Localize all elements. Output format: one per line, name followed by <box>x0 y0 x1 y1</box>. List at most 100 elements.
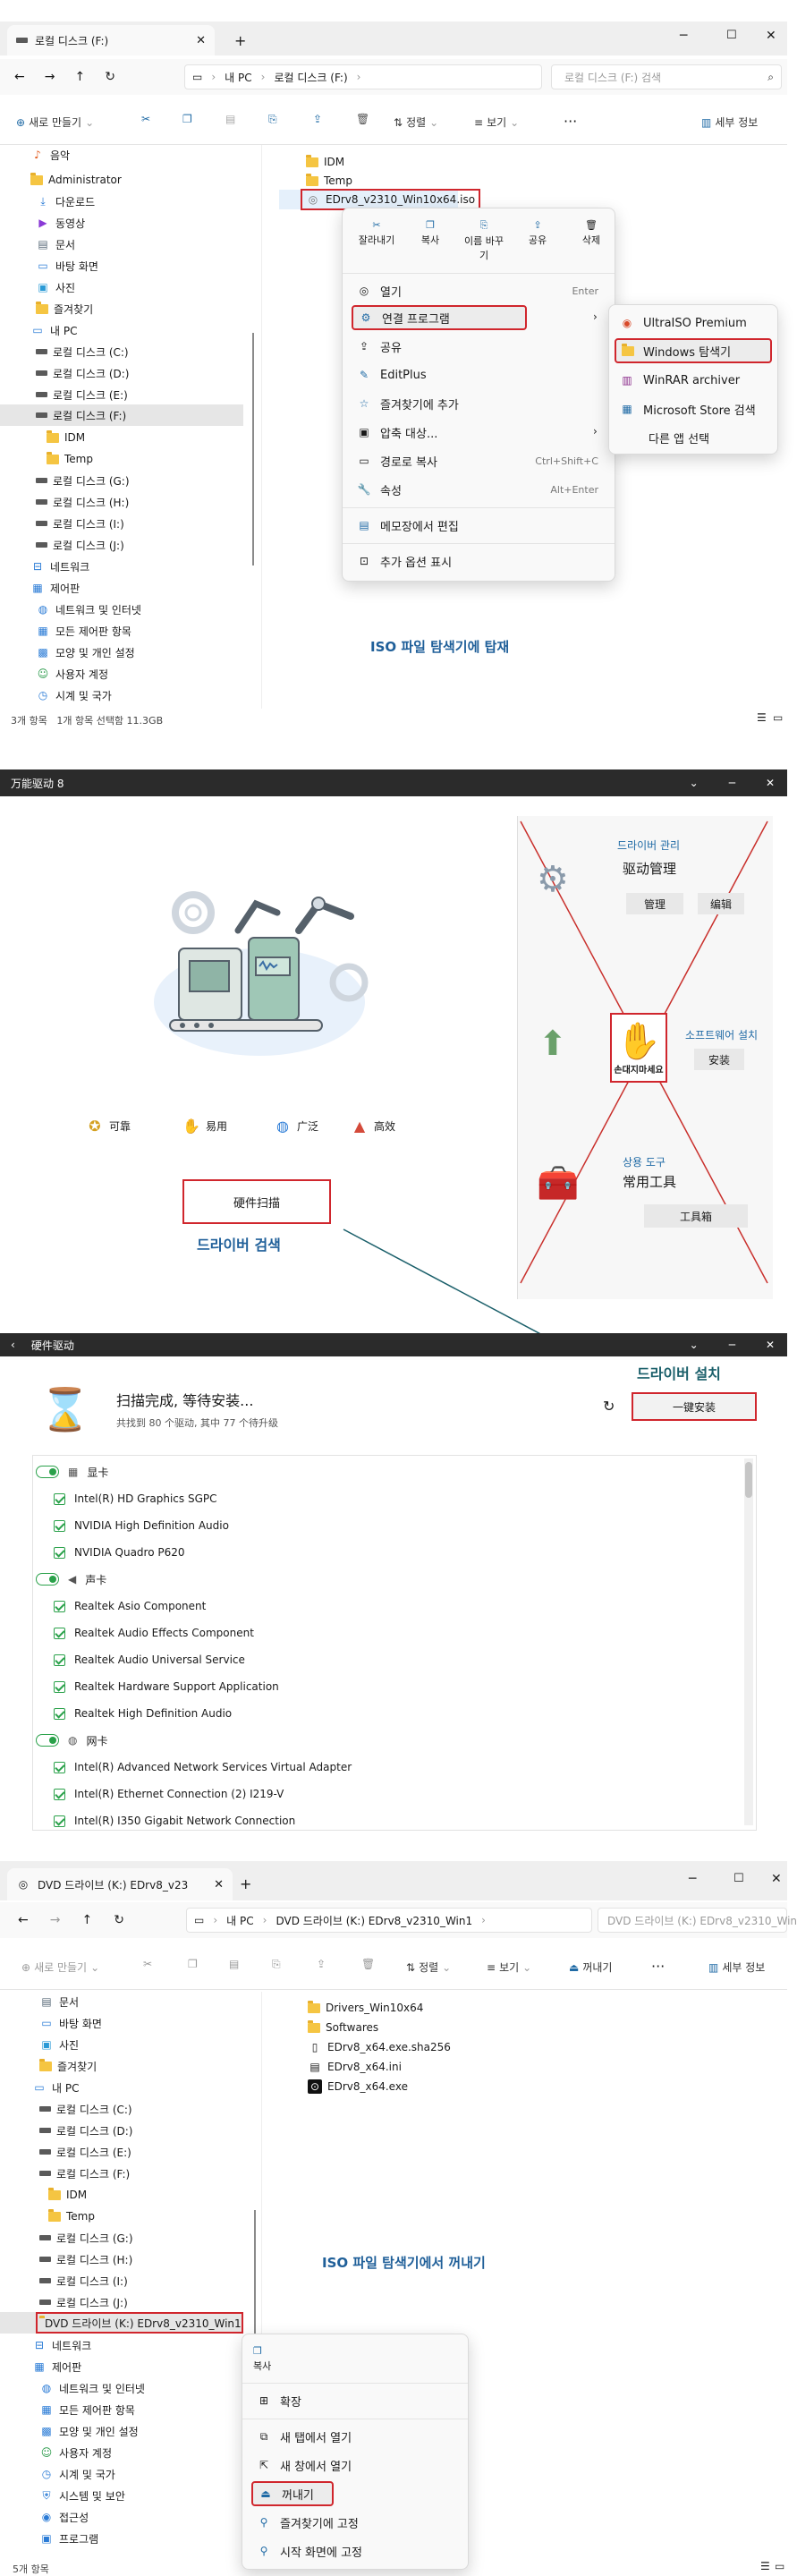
tree-item[interactable]: ▩모양 및 개인 설정 <box>36 642 134 662</box>
paste-icon[interactable]: ▤ <box>229 1958 240 1970</box>
tree-item[interactable]: 로컬 디스크 (J:) <box>36 535 124 555</box>
forward-icon[interactable]: → <box>49 1913 61 1927</box>
hardware-scan-button[interactable]: 硬件扫描 <box>182 1179 331 1224</box>
rename-icon[interactable]: ⎘ <box>272 1958 281 1970</box>
tree-item[interactable]: 로컬 디스크 (G:) <box>39 2228 133 2248</box>
submenu-ultraiso[interactable]: ◉UltraISO Premium <box>615 310 772 336</box>
details-button[interactable]: ▥세부 정보 <box>701 115 758 130</box>
tree-item[interactable]: ▦모든 제어판 항목 <box>39 2400 135 2419</box>
more-icon[interactable]: ··· <box>651 1958 666 1975</box>
edit-button[interactable]: 编辑 <box>698 893 744 914</box>
file-item[interactable]: Softwares <box>308 2018 378 2037</box>
submenu-store[interactable]: ▦Microsoft Store 검색 <box>615 396 772 421</box>
breadcrumb[interactable]: ▭ › 내 PC › 로컬 디스크 (F:) › <box>184 64 542 89</box>
checkbox[interactable] <box>54 1680 65 1693</box>
tree-item[interactable]: ⊟네트워크 <box>32 2335 91 2355</box>
search-input[interactable]: DVD 드라이브 (K:) EDrv8_v2310_Win <box>598 1908 797 1933</box>
ctx-eject[interactable]: ⏏꺼내기 <box>251 2481 334 2506</box>
ctx-copy[interactable]: ❐복사 <box>253 2345 271 2373</box>
tree-item[interactable]: ▤문서 <box>39 1992 79 2011</box>
driver-row[interactable]: Realtek Hardware Support Application <box>54 1673 279 1700</box>
tree-item[interactable]: Temp <box>47 449 93 469</box>
driver-list-scrollbar[interactable] <box>744 1458 753 1825</box>
ctx-copy[interactable]: ❐복사 <box>403 219 457 247</box>
search-input[interactable]: 로컬 디스크 (F:) 검색 ⌕ <box>551 64 782 89</box>
tree-item-selected[interactable]: 로컬 디스크 (F:) <box>36 405 126 425</box>
tree-item[interactable]: ☺사용자 계정 <box>39 2443 112 2462</box>
file-item[interactable]: ⊙EDrv8_x64.exe <box>308 2077 408 2096</box>
ctx-favorites[interactable]: ☆즐겨찾기에 추가 <box>352 391 606 416</box>
nav-scrollbar[interactable] <box>252 333 254 565</box>
tree-item[interactable]: 로컬 디스크 (I:) <box>39 2271 128 2291</box>
install-button[interactable]: 安装 <box>694 1049 744 1070</box>
eject-button[interactable]: ⏏꺼내기 <box>569 1960 612 1975</box>
driver-row[interactable]: Intel(R) Advanced Network Services Virtu… <box>54 1754 352 1781</box>
forward-icon[interactable]: → <box>44 70 55 84</box>
tree-item[interactable]: ▭바탕 화면 <box>39 2013 102 2033</box>
close-tab-icon[interactable]: ✕ <box>214 1877 224 1892</box>
tab[interactable]: ◎ DVD 드라이브 (K:) EDrv8_v23 ✕ <box>7 1868 233 1900</box>
tree-item[interactable]: ◉접근성 <box>39 2507 89 2527</box>
minimize-icon[interactable]: ─ <box>728 1339 735 1351</box>
file-item[interactable]: IDM <box>306 152 344 172</box>
new-button[interactable]: ⊕새로 만들기⌄ <box>21 1960 99 1975</box>
copy-icon[interactable]: ❐ <box>182 113 192 125</box>
maximize-icon[interactable]: ☐ <box>726 29 737 42</box>
ctx-pin-start[interactable]: ⚲시작 화면에 고정 <box>251 2538 459 2563</box>
more-icon[interactable]: ··· <box>564 113 578 130</box>
tree-item[interactable]: ⛨시스템 및 보안 <box>39 2486 124 2505</box>
paste-icon[interactable]: ▤ <box>225 113 236 125</box>
tree-item[interactable]: ▣사진 <box>36 277 75 297</box>
toggle-switch[interactable] <box>36 1573 59 1586</box>
ctx-editplus[interactable]: ✎EditPlus <box>352 362 606 387</box>
list-view-icon[interactable]: ☰ <box>760 2560 770 2572</box>
driver-row[interactable]: Intel(R) Ethernet Connection (2) I219-V <box>54 1781 284 1807</box>
checkbox[interactable] <box>54 1600 65 1612</box>
tree-item[interactable]: ◷시계 및 국가 <box>39 2464 115 2484</box>
file-item[interactable]: ▤EDrv8_x64.ini <box>308 2057 402 2077</box>
driver-row[interactable]: Realtek Audio Universal Service <box>54 1646 245 1673</box>
toggle-switch[interactable] <box>36 1466 59 1478</box>
copy-icon[interactable]: ❐ <box>188 1958 198 1970</box>
minimize-icon[interactable]: ─ <box>680 29 688 43</box>
tree-item[interactable]: 로컬 디스크 (F:) <box>39 2164 130 2183</box>
tree-item[interactable]: IDM <box>48 2185 87 2205</box>
tree-item[interactable]: ◍네트워크 및 인터넷 <box>39 2378 145 2398</box>
submenu-other-app[interactable]: 다른 앱 선택 <box>615 425 772 450</box>
close-tab-icon[interactable]: ✕ <box>196 33 206 47</box>
toggle-switch[interactable] <box>36 1734 59 1747</box>
checkbox[interactable] <box>54 1707 65 1720</box>
submenu-winrar[interactable]: ▥WinRAR archiver <box>615 368 772 393</box>
tree-item[interactable]: 로컬 디스크 (C:) <box>36 342 129 361</box>
breadcrumb-item[interactable]: 로컬 디스크 (F:) <box>274 71 348 84</box>
tree-item[interactable]: ▭바탕 화면 <box>36 256 98 276</box>
tree-item[interactable]: ▦제어판 <box>32 2357 81 2376</box>
ctx-share-item[interactable]: ⇪공유 <box>352 334 606 359</box>
tree-item[interactable]: Administrator <box>30 170 122 190</box>
toolbox-button[interactable]: 工具箱 <box>644 1204 748 1228</box>
cut-icon[interactable]: ✂ <box>141 113 151 125</box>
file-item[interactable]: ▯EDrv8_x64.exe.sha256 <box>308 2037 451 2057</box>
driver-group-row[interactable]: ◀声卡 <box>36 1566 106 1593</box>
cut-icon[interactable]: ✂ <box>143 1958 153 1970</box>
tree-item[interactable]: ⤓다운로드 <box>36 191 95 211</box>
tab[interactable]: 로컬 디스크 (F:) ✕ <box>7 25 215 55</box>
close-window-icon[interactable]: ✕ <box>771 1872 782 1886</box>
new-button[interactable]: ⊕새로 만들기⌄ <box>16 115 94 130</box>
tree-item[interactable]: 즐겨찾기 <box>36 299 93 319</box>
tree-item[interactable]: 로컬 디스크 (I:) <box>36 514 124 533</box>
tree-item[interactable]: ◍네트워크 및 인터넷 <box>36 599 141 619</box>
close-window-icon[interactable]: ✕ <box>766 29 776 43</box>
file-item[interactable]: Drivers_Win10x64 <box>308 1998 423 2018</box>
checkbox[interactable] <box>54 1654 65 1666</box>
new-tab-icon[interactable]: + <box>234 32 247 49</box>
new-tab-icon[interactable]: + <box>240 1875 252 1892</box>
tree-item[interactable]: 로컬 디스크 (E:) <box>39 2142 131 2162</box>
tree-item[interactable]: ▩모양 및 개인 설정 <box>39 2421 138 2441</box>
minimize-icon[interactable]: ─ <box>728 777 735 789</box>
ctx-expand[interactable]: ⊞확장 <box>251 2388 459 2413</box>
tree-item[interactable]: ▦모든 제어판 항목 <box>36 621 131 641</box>
driver-group-row[interactable]: ▦显卡 <box>36 1458 108 1485</box>
